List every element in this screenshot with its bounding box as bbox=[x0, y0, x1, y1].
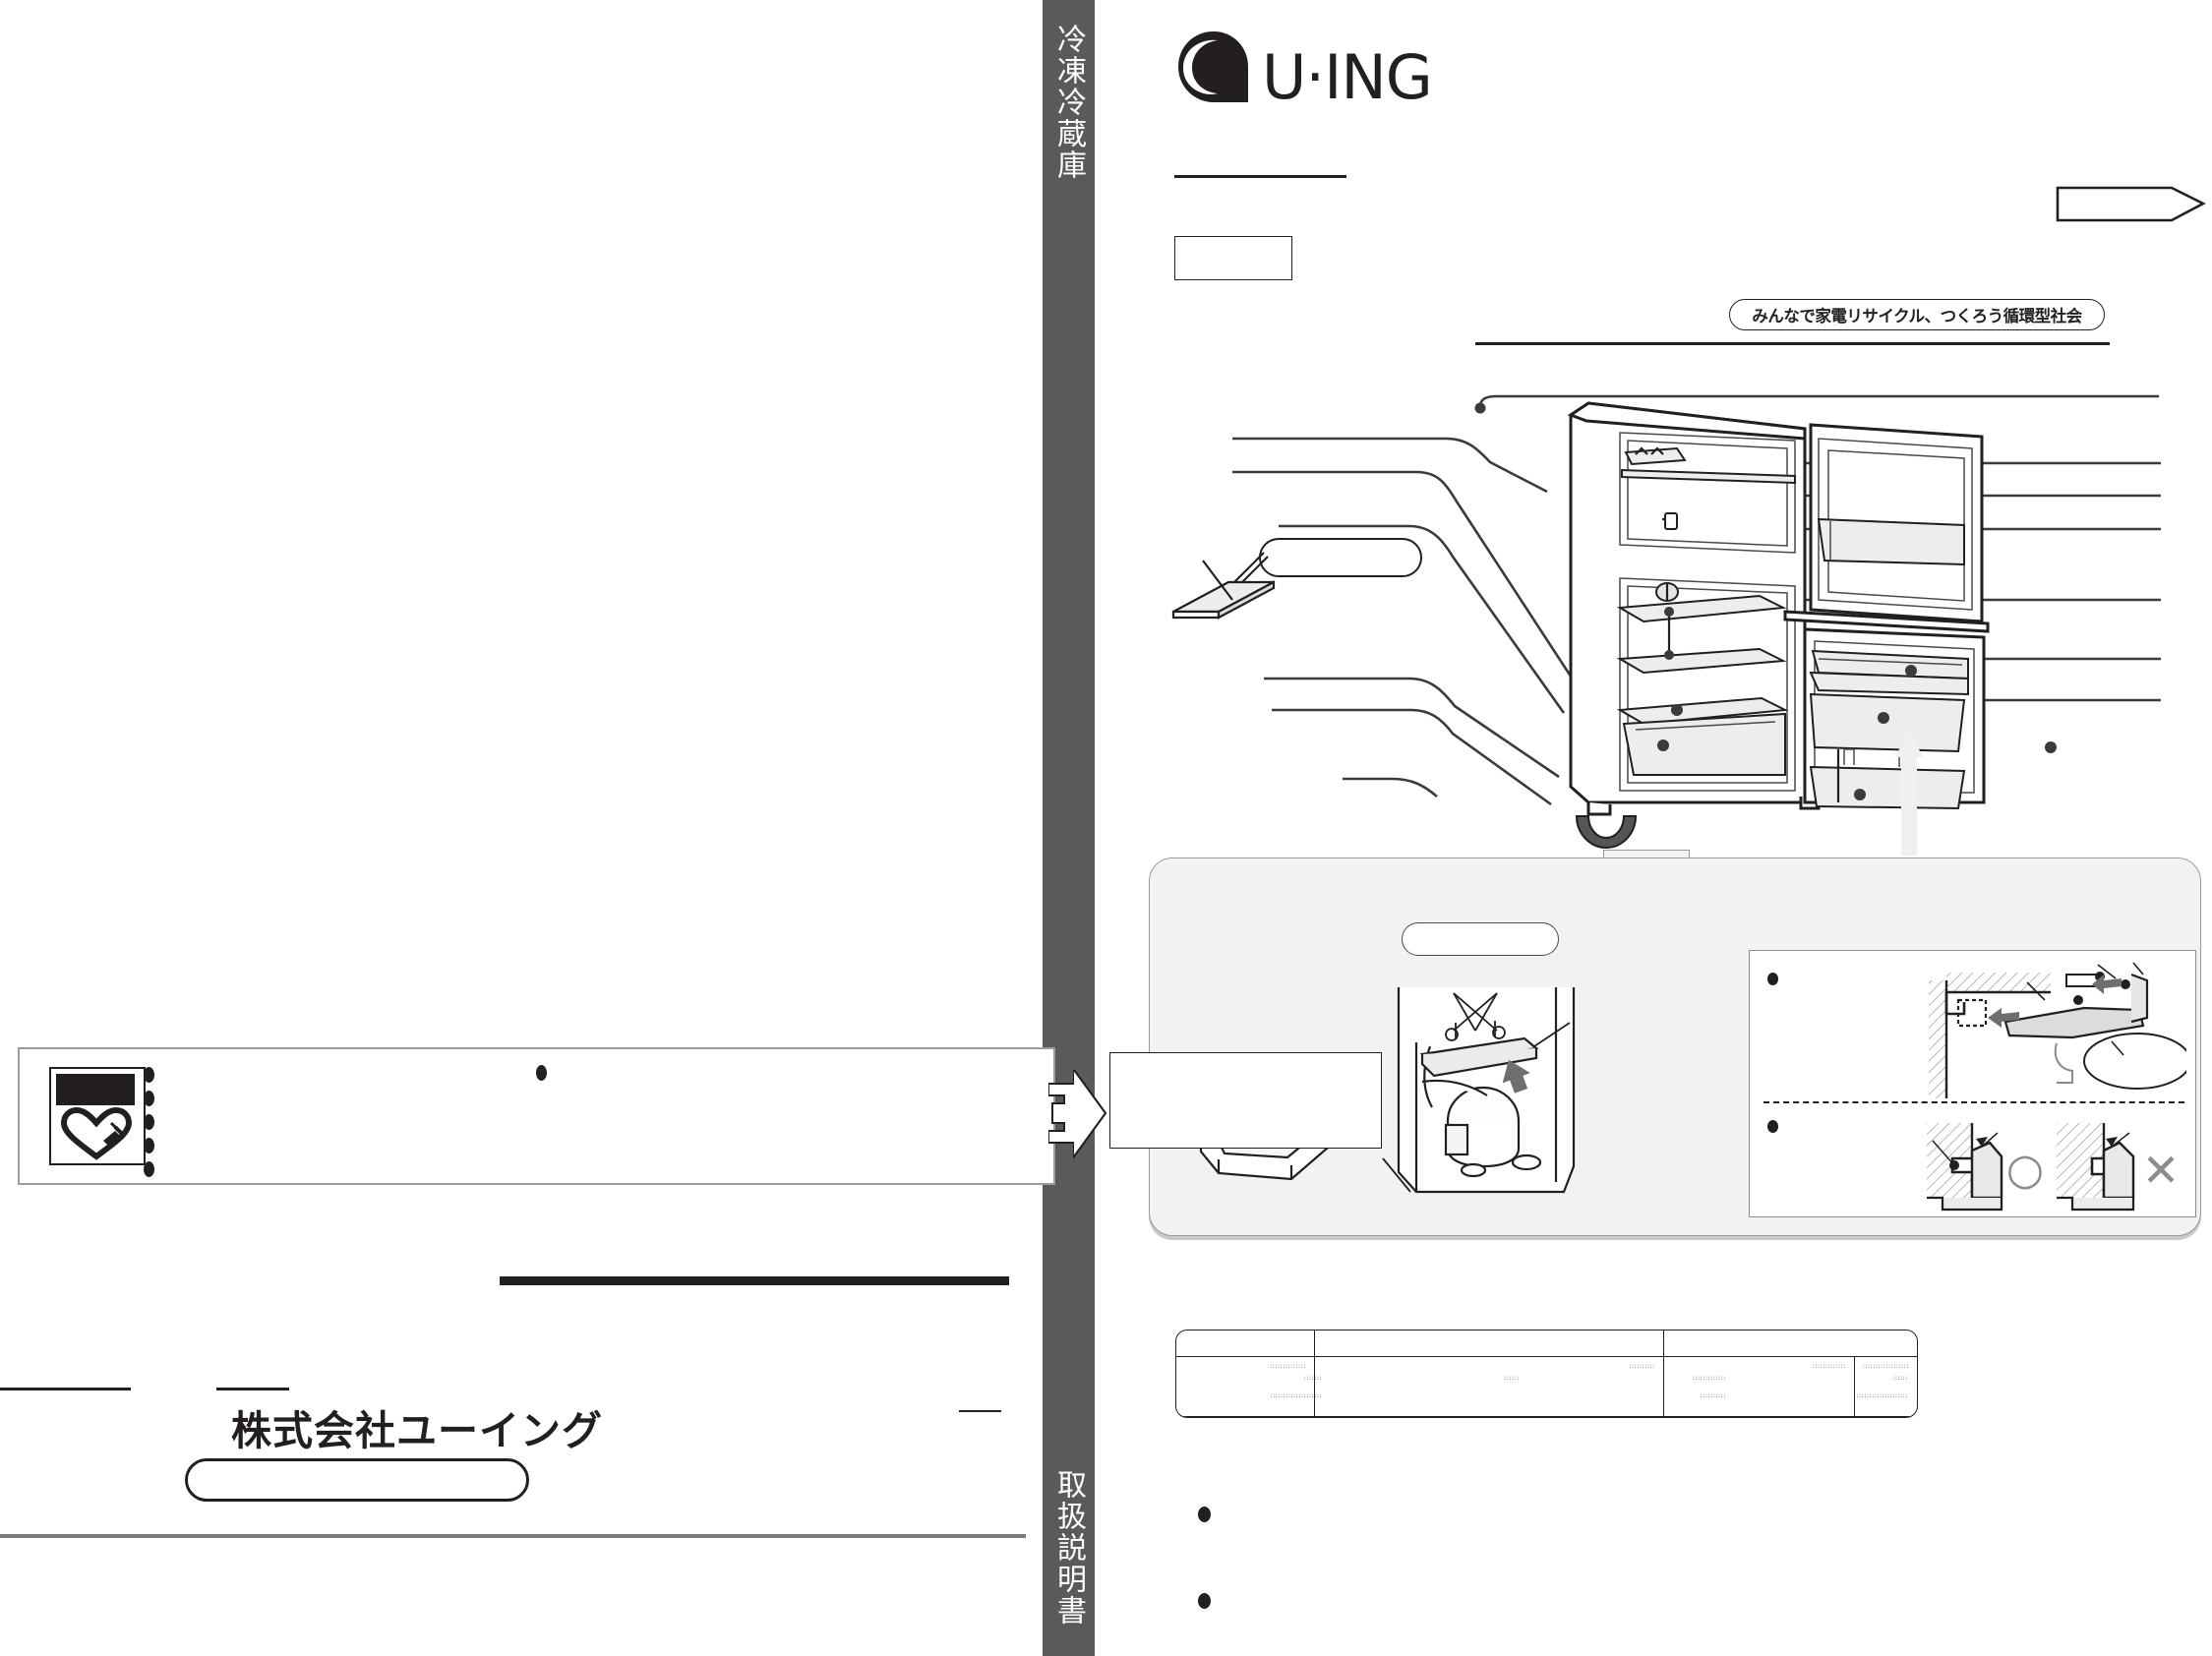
diagram-marker-dot bbox=[2045, 741, 2057, 753]
freezer-lamp bbox=[1662, 512, 1678, 530]
installation-notes-subpanel: ○ ✕ bbox=[1749, 950, 2196, 1217]
spine-product-category: 冷凍冷蔵庫 bbox=[1051, 24, 1086, 181]
book-spine: 冷凍冷蔵庫 取扱説明書 bbox=[1043, 0, 1095, 1656]
warning-bullet-2 bbox=[144, 1091, 154, 1106]
warning-bullet-3 bbox=[144, 1114, 154, 1130]
table-cell: :::::::::::::: bbox=[1176, 1355, 1315, 1417]
subpanel-bullet-top bbox=[1767, 973, 1778, 985]
safety-icon-header-bar bbox=[56, 1074, 135, 1105]
footer-bullet-1 bbox=[1198, 1507, 1211, 1522]
left-page-rule-thick bbox=[500, 1276, 1009, 1285]
warning-bullet-4 bbox=[144, 1138, 154, 1153]
panel-section-pill bbox=[1402, 922, 1559, 956]
recycling-slogan-badge: みんなで家電リサイクル、つくろう循環型社会 bbox=[1729, 299, 2105, 330]
table-header-cell bbox=[1662, 1331, 1855, 1357]
svg-text:○: ○ bbox=[2006, 1145, 2044, 1195]
subpanel-bullet-bottom bbox=[1767, 1120, 1778, 1133]
heart-with-plug-safety-icon bbox=[60, 1107, 133, 1160]
wall-clearance-top-illustration bbox=[1929, 962, 2186, 1098]
callout-lines-left bbox=[1232, 437, 1581, 806]
left-page-rule-3 bbox=[959, 1410, 1001, 1412]
part-label-balloon bbox=[1229, 538, 1422, 591]
double-chevron-arrow-icon bbox=[1048, 1070, 1107, 1158]
table-cell: :::::::::::::::::: bbox=[1853, 1355, 1917, 1417]
table-header-row bbox=[1176, 1331, 1917, 1357]
refrigerator-body bbox=[1567, 401, 1990, 850]
shelf-rail-part bbox=[1171, 560, 1276, 620]
header-rule-under-banner bbox=[1475, 342, 2110, 345]
warning-middle-marker bbox=[536, 1065, 547, 1081]
left-page-bottom-rule bbox=[0, 1534, 1026, 1538]
table-header-cell bbox=[1176, 1331, 1315, 1357]
specification-table: :::::::::::::: :::::::::: ::::::::::::: … bbox=[1175, 1330, 1918, 1418]
company-name: 株式会社ユーイング bbox=[231, 1407, 603, 1454]
page-tab-arrow bbox=[2056, 186, 2206, 222]
warning-bullet-1 bbox=[144, 1067, 154, 1083]
warning-bullet-5 bbox=[144, 1161, 154, 1177]
wall-clearance-ok-illustration: ○ bbox=[1927, 1123, 2044, 1212]
left-page-rule-1 bbox=[0, 1388, 131, 1390]
footer-bullet-2 bbox=[1198, 1593, 1211, 1609]
compressor-compartment-illustration bbox=[1382, 987, 1576, 1194]
svg-text:✕: ✕ bbox=[2142, 1144, 2181, 1197]
header-rule-model bbox=[1174, 175, 1346, 178]
left-page-rule-2 bbox=[216, 1388, 289, 1390]
company-address-pill bbox=[185, 1458, 529, 1502]
recycling-slogan-text: みんなで家電リサイクル、つくろう循環型社会 bbox=[1752, 307, 2082, 325]
brand-logo: U·ING bbox=[1175, 28, 1588, 113]
table-row: :::::::::::::: :::::::::: ::::::::::::: … bbox=[1176, 1355, 1917, 1417]
subpanel-divider bbox=[1764, 1101, 2184, 1103]
wall-clearance-ng-illustration: ✕ bbox=[2057, 1123, 2181, 1212]
logo-wordmark: U·ING bbox=[1262, 41, 1433, 113]
table-cell: ::::::::::::: bbox=[1662, 1355, 1855, 1417]
uing-crescent-mark-icon bbox=[1178, 31, 1248, 102]
temperature-knob bbox=[1655, 582, 1679, 660]
spine-document-title: 取扱説明書 bbox=[1051, 1469, 1086, 1626]
model-number-box[interactable] bbox=[1174, 236, 1292, 280]
table-header-cell bbox=[1313, 1331, 1664, 1357]
table-cell: :::::::::: bbox=[1313, 1355, 1664, 1417]
pointer-arrow-down bbox=[1895, 730, 1923, 856]
customer-info-box[interactable] bbox=[1109, 1052, 1382, 1149]
refrigerator-parts-diagram: .ln { fill:none; stroke:#3b3b3b; stroke-… bbox=[1171, 394, 2161, 856]
